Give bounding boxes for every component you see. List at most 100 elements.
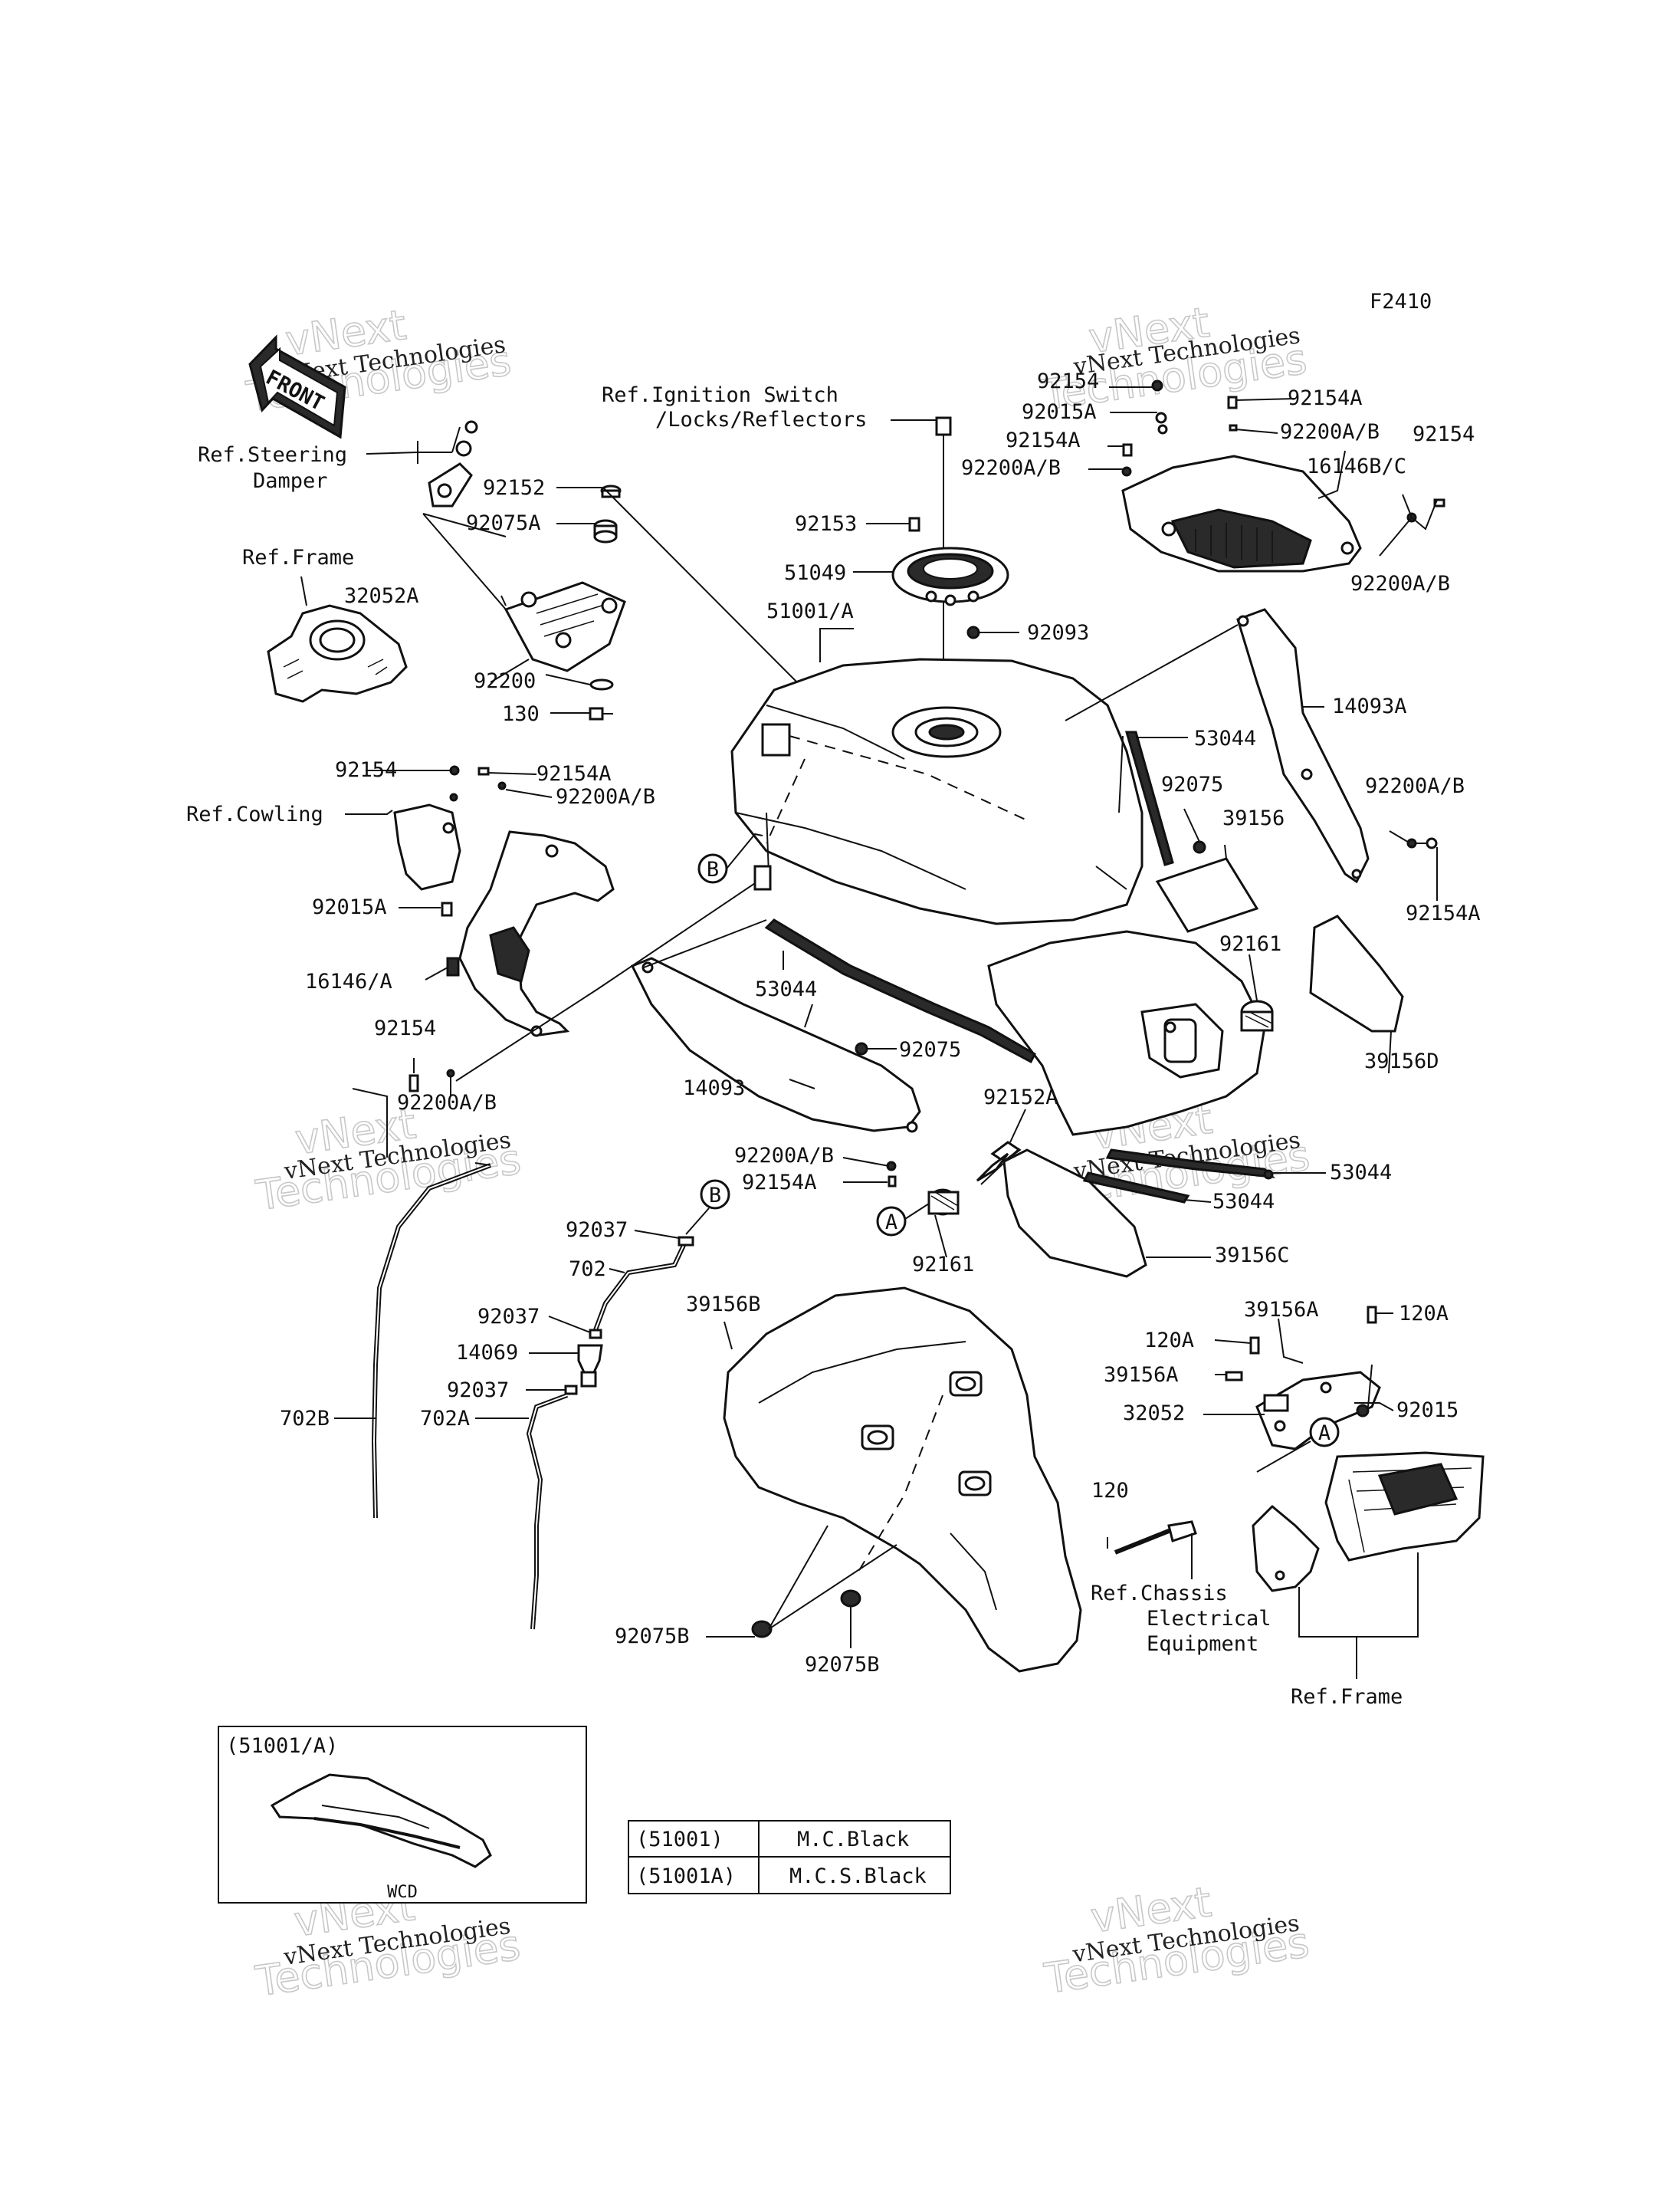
label-92037-3: 92037	[447, 1378, 509, 1402]
figure-code: F2410	[1370, 290, 1432, 314]
heat-shield-39156b	[723, 1286, 1082, 1673]
label-92200: 92200	[474, 669, 536, 693]
grommet-92075	[1193, 840, 1206, 854]
label-92075-m: 92075	[899, 1038, 961, 1062]
label-92200ab-m: 92200A/B	[734, 1144, 834, 1168]
label-53044-top: 53044	[1194, 727, 1256, 751]
label-51001a: 51001/A	[766, 600, 854, 623]
label-702b: 702B	[280, 1407, 330, 1431]
label-92200ab-l2: 92200A/B	[397, 1091, 497, 1115]
bolt-92154a-mid	[886, 1161, 897, 1188]
side-cover-16146bc	[1121, 455, 1362, 573]
label-92037-2: 92037	[477, 1305, 540, 1329]
label-92154a-m: 92154A	[742, 1171, 817, 1194]
label-92200ab-l: 92200A/B	[556, 785, 655, 809]
ref-steering-line2: Damper	[253, 469, 328, 493]
label-92093: 92093	[1027, 621, 1089, 645]
steering-damper-bracket	[417, 420, 478, 508]
label-92161-b: 92161	[912, 1253, 974, 1276]
label-120a-2: 120A	[1399, 1302, 1449, 1326]
label-92161-r: 92161	[1219, 932, 1281, 956]
bracket-32052a	[504, 581, 626, 672]
svg-text:B: B	[707, 858, 719, 882]
bracket-32052	[1255, 1371, 1381, 1450]
label-92154-l: 92154	[335, 758, 397, 782]
sheet-39156c	[1002, 1148, 1147, 1278]
label-53044-b2: 53044	[1212, 1190, 1275, 1214]
ref-chassis-line1: Ref.Chassis	[1091, 1582, 1228, 1605]
label-16146a: 16146/A	[305, 970, 392, 994]
ref-frame-bottom: Ref.Frame	[1291, 1685, 1403, 1709]
label-92075b-2: 92075B	[805, 1653, 880, 1677]
gasket-92093	[966, 626, 980, 639]
label-39156a-1: 39156A	[1244, 1298, 1319, 1322]
label-92152a: 92152A	[983, 1086, 1058, 1109]
fuel-cap-51049	[891, 547, 1009, 606]
cowling-piece	[393, 803, 461, 891]
bolt-130	[589, 707, 613, 721]
hose-702a	[526, 1393, 569, 1630]
trim-strip-53044-left	[764, 918, 1036, 1064]
side-panel-14093	[630, 957, 921, 1133]
grommet-92075a	[593, 519, 618, 544]
callout-a-left: A	[876, 1206, 907, 1237]
label-92153: 92153	[795, 512, 857, 536]
callout-a-right: A	[1309, 1417, 1340, 1447]
label-92154-tr: 92154	[1413, 422, 1475, 446]
trim-strip-53044-top	[1125, 731, 1174, 866]
damper-92161-bottom	[927, 1188, 960, 1216]
label-120: 120	[1091, 1479, 1129, 1503]
label-39156: 39156	[1222, 806, 1285, 830]
svg-text:A: A	[885, 1211, 897, 1234]
ref-frame-top: Ref.Frame	[242, 546, 354, 570]
hose-702b	[371, 1163, 492, 1519]
inset-code: WCD	[387, 1883, 418, 1902]
label-120a-1: 120A	[1144, 1329, 1194, 1352]
label-39156b: 39156B	[686, 1293, 761, 1316]
ref-chassis-line3: Equipment	[1147, 1632, 1258, 1656]
ignition-bolt	[935, 416, 952, 436]
label-92075b-1: 92075B	[615, 1624, 690, 1648]
inset-title: (51001/A)	[226, 1734, 338, 1758]
callout-b-upper: B	[697, 853, 728, 884]
ref-cowling: Ref.Cowling	[186, 803, 323, 826]
tank-pin	[753, 865, 772, 891]
frame-lower-right	[1252, 1451, 1485, 1592]
label-16146bc: 16146B/C	[1307, 455, 1406, 478]
label-702: 702	[569, 1257, 606, 1281]
svg-text:B: B	[709, 1184, 721, 1207]
valve-14069	[577, 1344, 603, 1388]
damper-92161-right	[1240, 1000, 1274, 1032]
label-92154a-top: 92154A	[1006, 429, 1081, 452]
ref-chassis-line2: Electrical	[1147, 1607, 1271, 1631]
label-92154a-r2: 92154A	[1406, 902, 1481, 925]
table-row-1-color: M.C.Black	[797, 1828, 909, 1851]
label-51049: 51049	[784, 561, 846, 585]
label-92154-l2: 92154	[374, 1017, 436, 1040]
callout-b-lower: B	[700, 1179, 730, 1210]
label-92015: 92015	[1396, 1398, 1459, 1422]
label-92200ab-r2: 92200A/B	[1365, 774, 1465, 798]
label-92200ab-tr: 92200A/B	[1280, 420, 1380, 444]
sheet-39156d	[1309, 915, 1404, 1033]
label-14093a: 14093A	[1332, 695, 1407, 718]
collar-92200	[589, 678, 614, 691]
label-14069: 14069	[456, 1341, 518, 1365]
label-32052: 32052	[1123, 1401, 1185, 1425]
front-arrow-icon: FRONT	[248, 334, 346, 439]
ref-ignition-line1: Ref.Ignition Switch	[602, 383, 838, 407]
label-39156a-2: 39156A	[1104, 1363, 1179, 1387]
table-row-2-color: M.C.S.Black	[789, 1864, 927, 1888]
label-92200ab-r: 92200A/B	[1350, 572, 1450, 596]
hose-702	[592, 1239, 688, 1335]
label-92200ab-top1: 92200A/B	[961, 456, 1061, 480]
label-53044-b1: 53044	[1330, 1161, 1392, 1184]
label-92037-1: 92037	[566, 1218, 628, 1242]
watermark-bottom-right: vNext Technologies vNext Technologies	[1041, 1877, 1313, 2003]
bolts-120a	[1225, 1306, 1377, 1381]
fuel-tank-51001	[730, 658, 1144, 925]
table-row-1-part: (51001)	[636, 1828, 724, 1851]
nut-92015	[1356, 1404, 1370, 1418]
grommet-92075b	[751, 1589, 861, 1638]
